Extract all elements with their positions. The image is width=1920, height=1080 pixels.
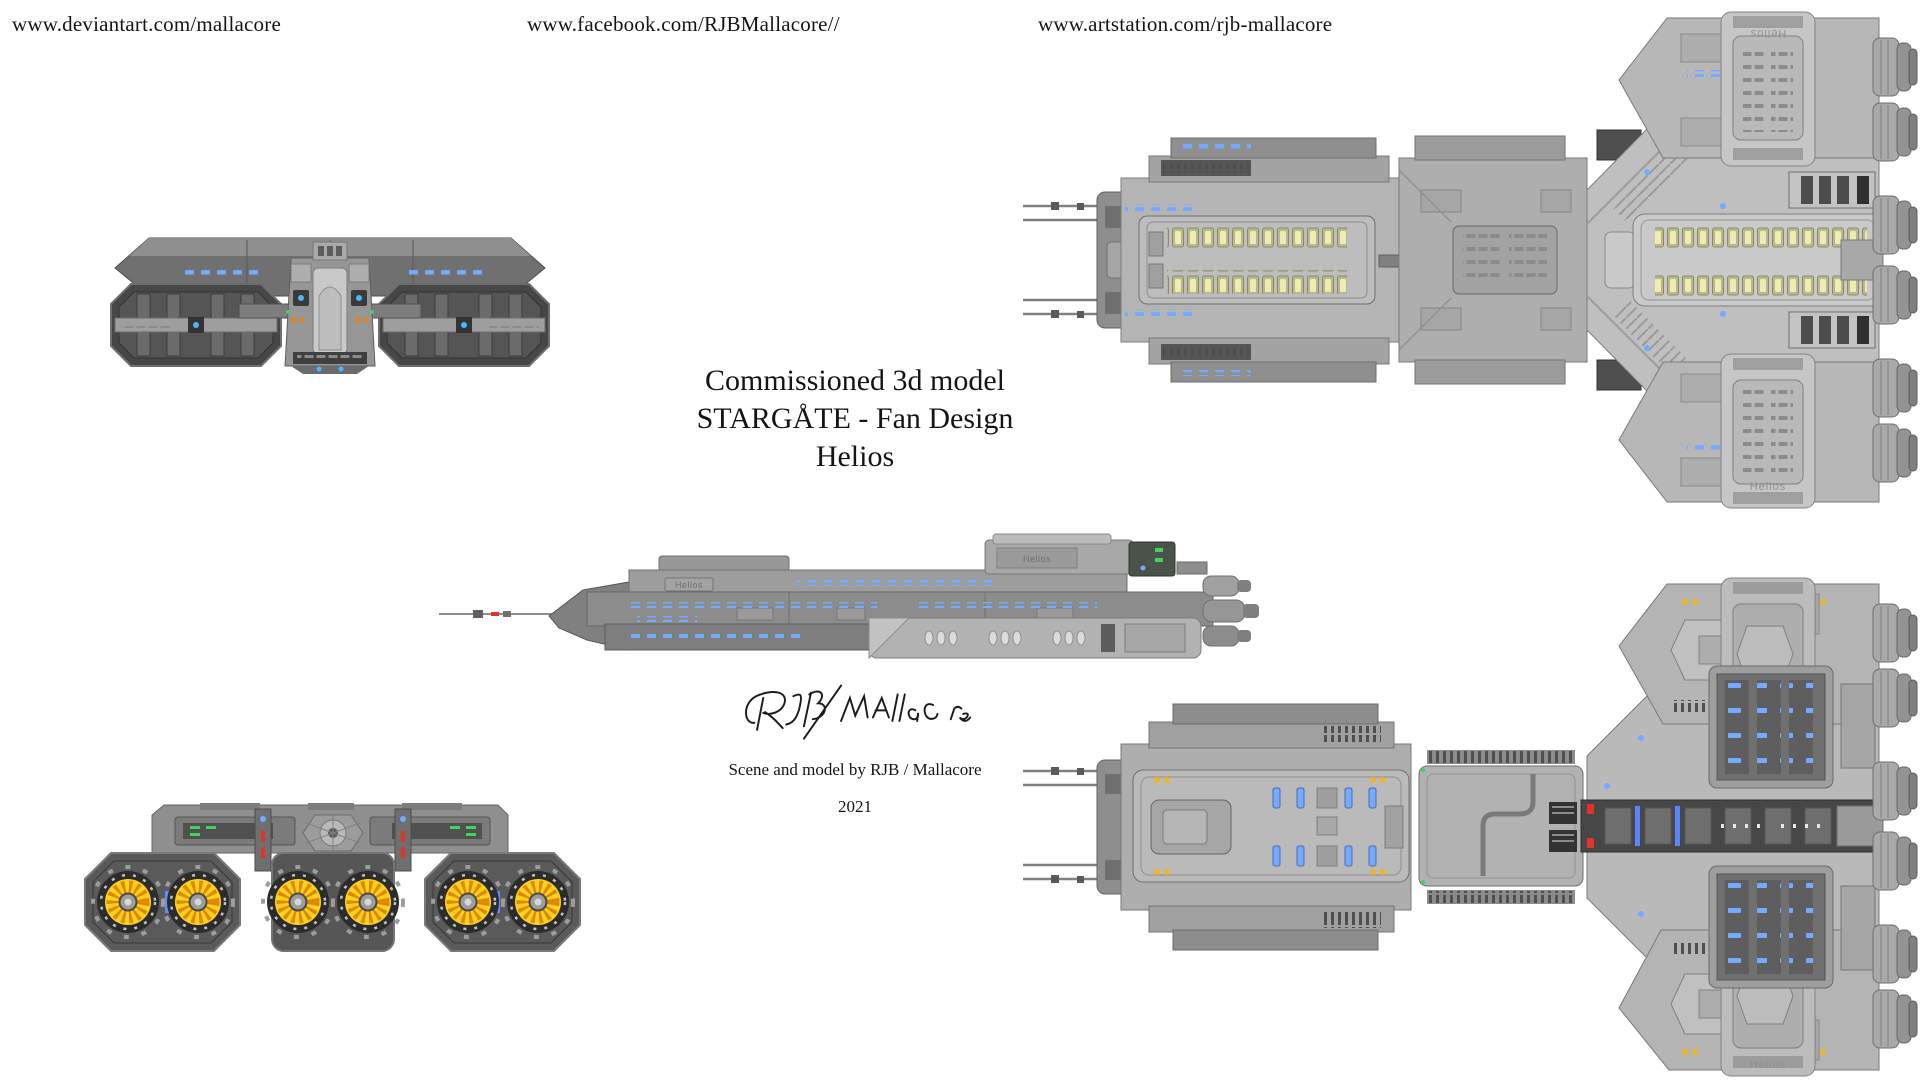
front-view-render xyxy=(110,237,550,374)
skirt-blue-light xyxy=(338,366,344,372)
rear-pylons xyxy=(254,808,412,872)
red-light xyxy=(1587,804,1594,814)
rear-top-band xyxy=(151,803,509,854)
hull-name-label: Helios xyxy=(1750,1059,1787,1071)
side-antenna xyxy=(439,610,555,618)
title-line-3: Helios xyxy=(815,440,895,473)
orange-light xyxy=(291,317,297,323)
tower-blue-light xyxy=(356,295,362,301)
antenna-red-marker xyxy=(491,612,499,616)
tower-blue-light xyxy=(298,295,304,301)
top-port-pod: Helios xyxy=(1618,11,1880,167)
skirt-blue-light xyxy=(316,366,322,372)
title-line-1: Commissioned 3d model xyxy=(705,364,1005,397)
antenna-collars xyxy=(1051,202,1084,318)
corridor-white-dots xyxy=(1721,824,1820,828)
hull-name-label: Helios xyxy=(1023,554,1051,564)
side-hull xyxy=(548,555,1214,651)
red-light xyxy=(1587,838,1594,848)
orange-light xyxy=(355,317,361,323)
pod-blue-light xyxy=(193,322,199,328)
rear-view-render xyxy=(84,803,581,952)
deviantart-url-text: www.deviantart.com/mallacore xyxy=(12,12,281,36)
facebook-url-text: www.facebook.com/RJBMallacore// xyxy=(527,12,840,36)
top-starboard-pod: Helios xyxy=(1618,353,1880,509)
bottom-mid-deck xyxy=(1418,750,1584,904)
rear-deck-windows xyxy=(1655,224,1867,248)
title-block: Commissioned 3d model STARGÅTE - Fan Des… xyxy=(605,362,1105,476)
bottom-fore-hull xyxy=(1096,703,1412,951)
bottom-central-corridor xyxy=(1549,799,1882,853)
fore-deck-windows xyxy=(1167,270,1347,294)
green-light xyxy=(370,310,374,314)
top-view-render: Helios Helios xyxy=(1023,11,1918,509)
front-spike-bars xyxy=(227,303,433,319)
credit-year: 2021 xyxy=(838,797,872,816)
front-left-pod xyxy=(110,283,282,367)
hull-name-label: Helios xyxy=(1750,481,1787,493)
signature-scribble xyxy=(745,684,972,740)
side-front-name-plate: Helios xyxy=(664,577,714,592)
bottom-view-render: Helios xyxy=(1023,577,1918,1077)
side-window-rows xyxy=(627,580,1097,638)
green-light xyxy=(1155,548,1163,552)
orange-light xyxy=(363,317,369,323)
top-thruster-blocks xyxy=(1788,171,1884,349)
hull-blue-dots xyxy=(1644,169,1726,351)
credit-byline: Scene and model by RJB / Mallacore xyxy=(728,760,982,779)
bottom-blue-slots xyxy=(1272,787,1377,867)
hull-name-label: Helios xyxy=(675,580,703,590)
orange-light xyxy=(299,317,305,323)
title-line-2: STARGÅTE - Fan Design xyxy=(696,402,1014,435)
green-light xyxy=(1155,558,1163,562)
fore-deck-windows xyxy=(1167,226,1347,250)
green-light xyxy=(286,310,290,314)
top-mid-hull xyxy=(1398,129,1642,391)
side-view-render: Helios Helios xyxy=(439,533,1259,660)
hull-blue-dots xyxy=(1604,735,1644,917)
antenna-collars xyxy=(1051,767,1084,883)
artist-signature xyxy=(745,684,972,740)
side-engine-cluster xyxy=(1202,575,1259,647)
yellow-light-pairs xyxy=(1154,777,1386,875)
side-superstructure: Helios xyxy=(984,533,1208,577)
top-fore-hull xyxy=(1096,137,1465,383)
rear-deck-windows xyxy=(1655,272,1867,296)
hull-name-label: Helios xyxy=(1750,27,1787,39)
front-center-tower xyxy=(284,241,376,374)
side-rear-pod xyxy=(868,617,1202,660)
front-right-pod xyxy=(378,283,550,367)
artstation-url-text: www.artstation.com/rjb-mallacore xyxy=(1038,12,1333,36)
pod-blue-light xyxy=(461,322,467,328)
bottom-machinery-blocks xyxy=(1708,665,1884,989)
